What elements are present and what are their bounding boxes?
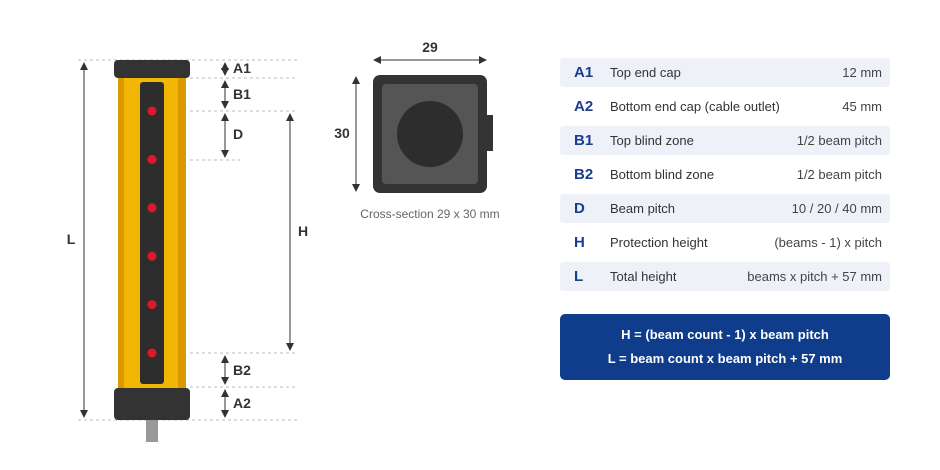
spec-row-b1: B1 Top blind zone 1/2 beam pitch xyxy=(560,126,890,155)
beam-led xyxy=(147,300,157,310)
light-curtain xyxy=(114,60,190,442)
spec-description: Top end cap xyxy=(610,65,681,80)
spec-row-b2: B2 Bottom blind zone 1/2 beam pitch xyxy=(560,160,890,189)
cross-section: 29 30 Cross-section 29 x 30 mm xyxy=(334,39,499,221)
spec-code: A1 xyxy=(574,64,594,81)
spec-code: D xyxy=(574,200,585,217)
cross-section-lens xyxy=(397,101,463,167)
spec-value: (beams - 1) x pitch xyxy=(774,235,882,250)
beam-led xyxy=(147,106,157,116)
extension-lines xyxy=(78,59,298,421)
spec-value: 12 mm xyxy=(842,65,882,80)
spec-description: Top blind zone xyxy=(610,133,694,148)
formula-box: H = (beam count - 1) x beam pitch L = be… xyxy=(560,314,890,380)
spec-description: Beam pitch xyxy=(610,201,676,216)
spec-description: Protection height xyxy=(610,235,708,250)
housing-right-edge xyxy=(178,74,186,392)
dimension-label-A2: A2 xyxy=(233,395,251,411)
spec-description: Bottom blind zone xyxy=(610,167,715,182)
spec-code: B2 xyxy=(574,166,594,183)
beam-led xyxy=(147,348,157,358)
optical-window xyxy=(140,82,164,384)
beam-leds xyxy=(147,106,157,358)
spec-row-a1: A1 Top end cap 12 mm xyxy=(560,58,890,87)
beam-led xyxy=(147,203,157,213)
spec-code: L xyxy=(574,268,584,285)
spec-code: A2 xyxy=(574,98,594,115)
spec-value: 1/2 beam pitch xyxy=(796,133,882,148)
spec-value: 10 / 20 / 40 mm xyxy=(791,201,882,216)
beam-led xyxy=(147,154,157,164)
spec-value: beams x pitch + 57 mm xyxy=(747,269,882,284)
cable-connector xyxy=(146,420,158,442)
formula-line-total-height: L = beam count x beam pitch + 57 mm xyxy=(607,351,843,366)
bottom-end-cap xyxy=(114,388,190,420)
spec-code: B1 xyxy=(574,132,594,149)
spec-description: Bottom end cap (cable outlet) xyxy=(610,99,780,114)
dimension-label-B2: B2 xyxy=(233,362,251,378)
housing-left-edge xyxy=(118,74,126,392)
dimension-label-A1: A1 xyxy=(233,60,251,76)
spec-row-l: L Total height beams x pitch + 57 mm xyxy=(560,262,890,291)
cross-section-mount-tab xyxy=(487,115,493,151)
cross-section-width-label: 29 xyxy=(422,39,438,55)
spec-code: H xyxy=(574,234,585,251)
spec-value: 45 mm xyxy=(842,99,882,114)
formula-line-protection-height: H = (beam count - 1) x beam pitch xyxy=(621,327,829,342)
dimension-label-D: D xyxy=(233,126,243,142)
spec-value: 1/2 beam pitch xyxy=(796,167,882,182)
dimension-label-H: H xyxy=(298,223,308,239)
top-end-cap xyxy=(114,60,190,78)
cross-section-caption: Cross-section 29 x 30 mm xyxy=(360,207,499,221)
beam-led xyxy=(147,251,157,261)
spec-row-h: H Protection height (beams - 1) x pitch xyxy=(560,228,890,257)
spec-description: Total height xyxy=(610,269,677,284)
cross-section-height-label: 30 xyxy=(334,125,350,141)
dimension-label-B1: B1 xyxy=(233,86,251,102)
dimension-label-L: L xyxy=(67,231,76,247)
spec-table: A1 Top end cap 12 mm A2 Bottom end cap (cabl… xyxy=(560,58,890,296)
spec-row-a2: A2 Bottom end cap (cable outlet) 45 mm xyxy=(560,92,890,121)
spec-row-d: D Beam pitch 10 / 20 / 40 mm xyxy=(560,194,890,223)
